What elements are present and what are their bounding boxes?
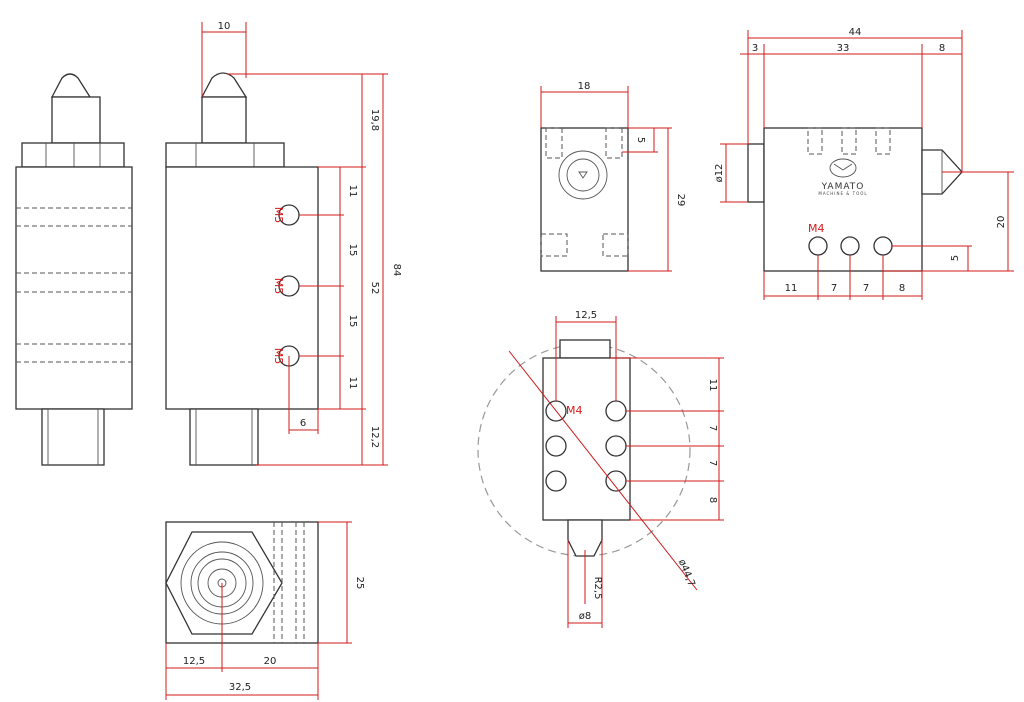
right-dimensions: 44 3 33 8 ø12 20 5 11 7 7 8 [714,27,1014,300]
dim-rot-pitch-4: 8 [707,497,718,503]
dim-bottom-total-width: 32,5 [229,682,251,693]
front-dimensions: 10 84 19,8 52 12,2 11 15 15 11 6 [201,21,402,466]
bottom-dimensions: 25 12,5 20 32,5 [165,521,365,700]
dim-hole-offset: 6 [300,418,306,429]
front-view: M5 M5 M5 10 84 19,8 52 12,2 11 [165,21,402,466]
yamato-logo: YAMATO MACHINE & TOOL [818,158,867,196]
right-hole-3 [873,236,893,256]
rot-hole-label: M4 [566,404,583,417]
dim-right-total: 44 [849,27,862,38]
dim-bottom-height: 12,2 [369,426,380,448]
dim-rot-circle-diameter: ø44,7 [676,558,697,588]
logo-text: YAMATO [821,182,865,192]
rot-hole-4 [605,435,627,457]
rot-hole-5 [545,470,567,492]
dim-right-pitch-c: 7 [863,283,869,294]
dim-bottom-right-part: 20 [264,656,277,667]
rotated-dimensions: 12,5 11 7 7 8 ø44,7 ø8 R2,5 [508,310,724,628]
dim-rot-pitch-1: 11 [707,379,718,392]
front-hole-label-1: M5 [272,207,285,224]
logo-subtext: MACHINE & TOOL [818,191,867,196]
dim-center-offset: 12,5 [183,656,205,667]
dim-rot-width: 12,5 [575,310,597,321]
dim-right-right-part: 8 [939,43,945,54]
dim-rot-diameter: ø8 [579,611,591,622]
dim-right-pitch-d: 8 [899,283,905,294]
bottom-view: 25 12,5 20 32,5 [165,521,365,700]
dim-rot-radius: R2,5 [592,577,603,600]
right-view: YAMATO MACHINE & TOOL M4 44 3 33 8 ø12 2… [714,27,1014,300]
dim-right-middle-part: 33 [837,43,850,54]
dim-right-pitch-a: 11 [785,283,798,294]
right-hole-2 [840,236,860,256]
dim-hole-pitch-1: 11 [347,185,358,198]
dim-right-pitch-b: 7 [831,283,837,294]
dim-total-height: 84 [391,264,402,277]
side-view: 18 29 5 [540,81,686,272]
right-hole-label: M4 [808,222,825,235]
dim-top-height: 19,8 [369,109,380,131]
rot-hole-6 [605,470,627,492]
dim-tip-width: 10 [218,21,231,32]
dim-hole-pitch-2: 15 [347,244,358,257]
front-hole-label-3: M5 [272,348,285,365]
rot-hole-3 [545,435,567,457]
dim-rot-pitch-2: 7 [707,425,718,431]
front-hole-label-2: M5 [272,278,285,295]
dim-side-slot-depth: 5 [635,137,646,143]
side-dimensions: 18 29 5 [540,81,686,272]
dim-right-pin-diameter: ø12 [714,164,725,183]
rotated-view: M4 12,5 11 7 7 8 ø44,7 ø8 R2,5 [477,310,724,628]
dim-hole-pitch-4: 11 [347,377,358,390]
dim-right-left-part: 3 [752,43,758,54]
dim-hole-pitch-3: 15 [347,315,358,328]
dim-bottom-view-height: 25 [354,577,365,590]
right-hole-1 [808,236,828,256]
left-profile-view [15,73,133,466]
dim-right-hole-height: 20 [996,216,1007,229]
rot-hole-2 [605,400,627,422]
dim-holes-span: 52 [369,282,380,295]
dim-side-width: 18 [578,81,591,92]
dim-right-hole-from-bottom: 5 [950,255,961,261]
dim-side-height: 29 [675,194,686,207]
dim-rot-pitch-3: 7 [707,460,718,466]
